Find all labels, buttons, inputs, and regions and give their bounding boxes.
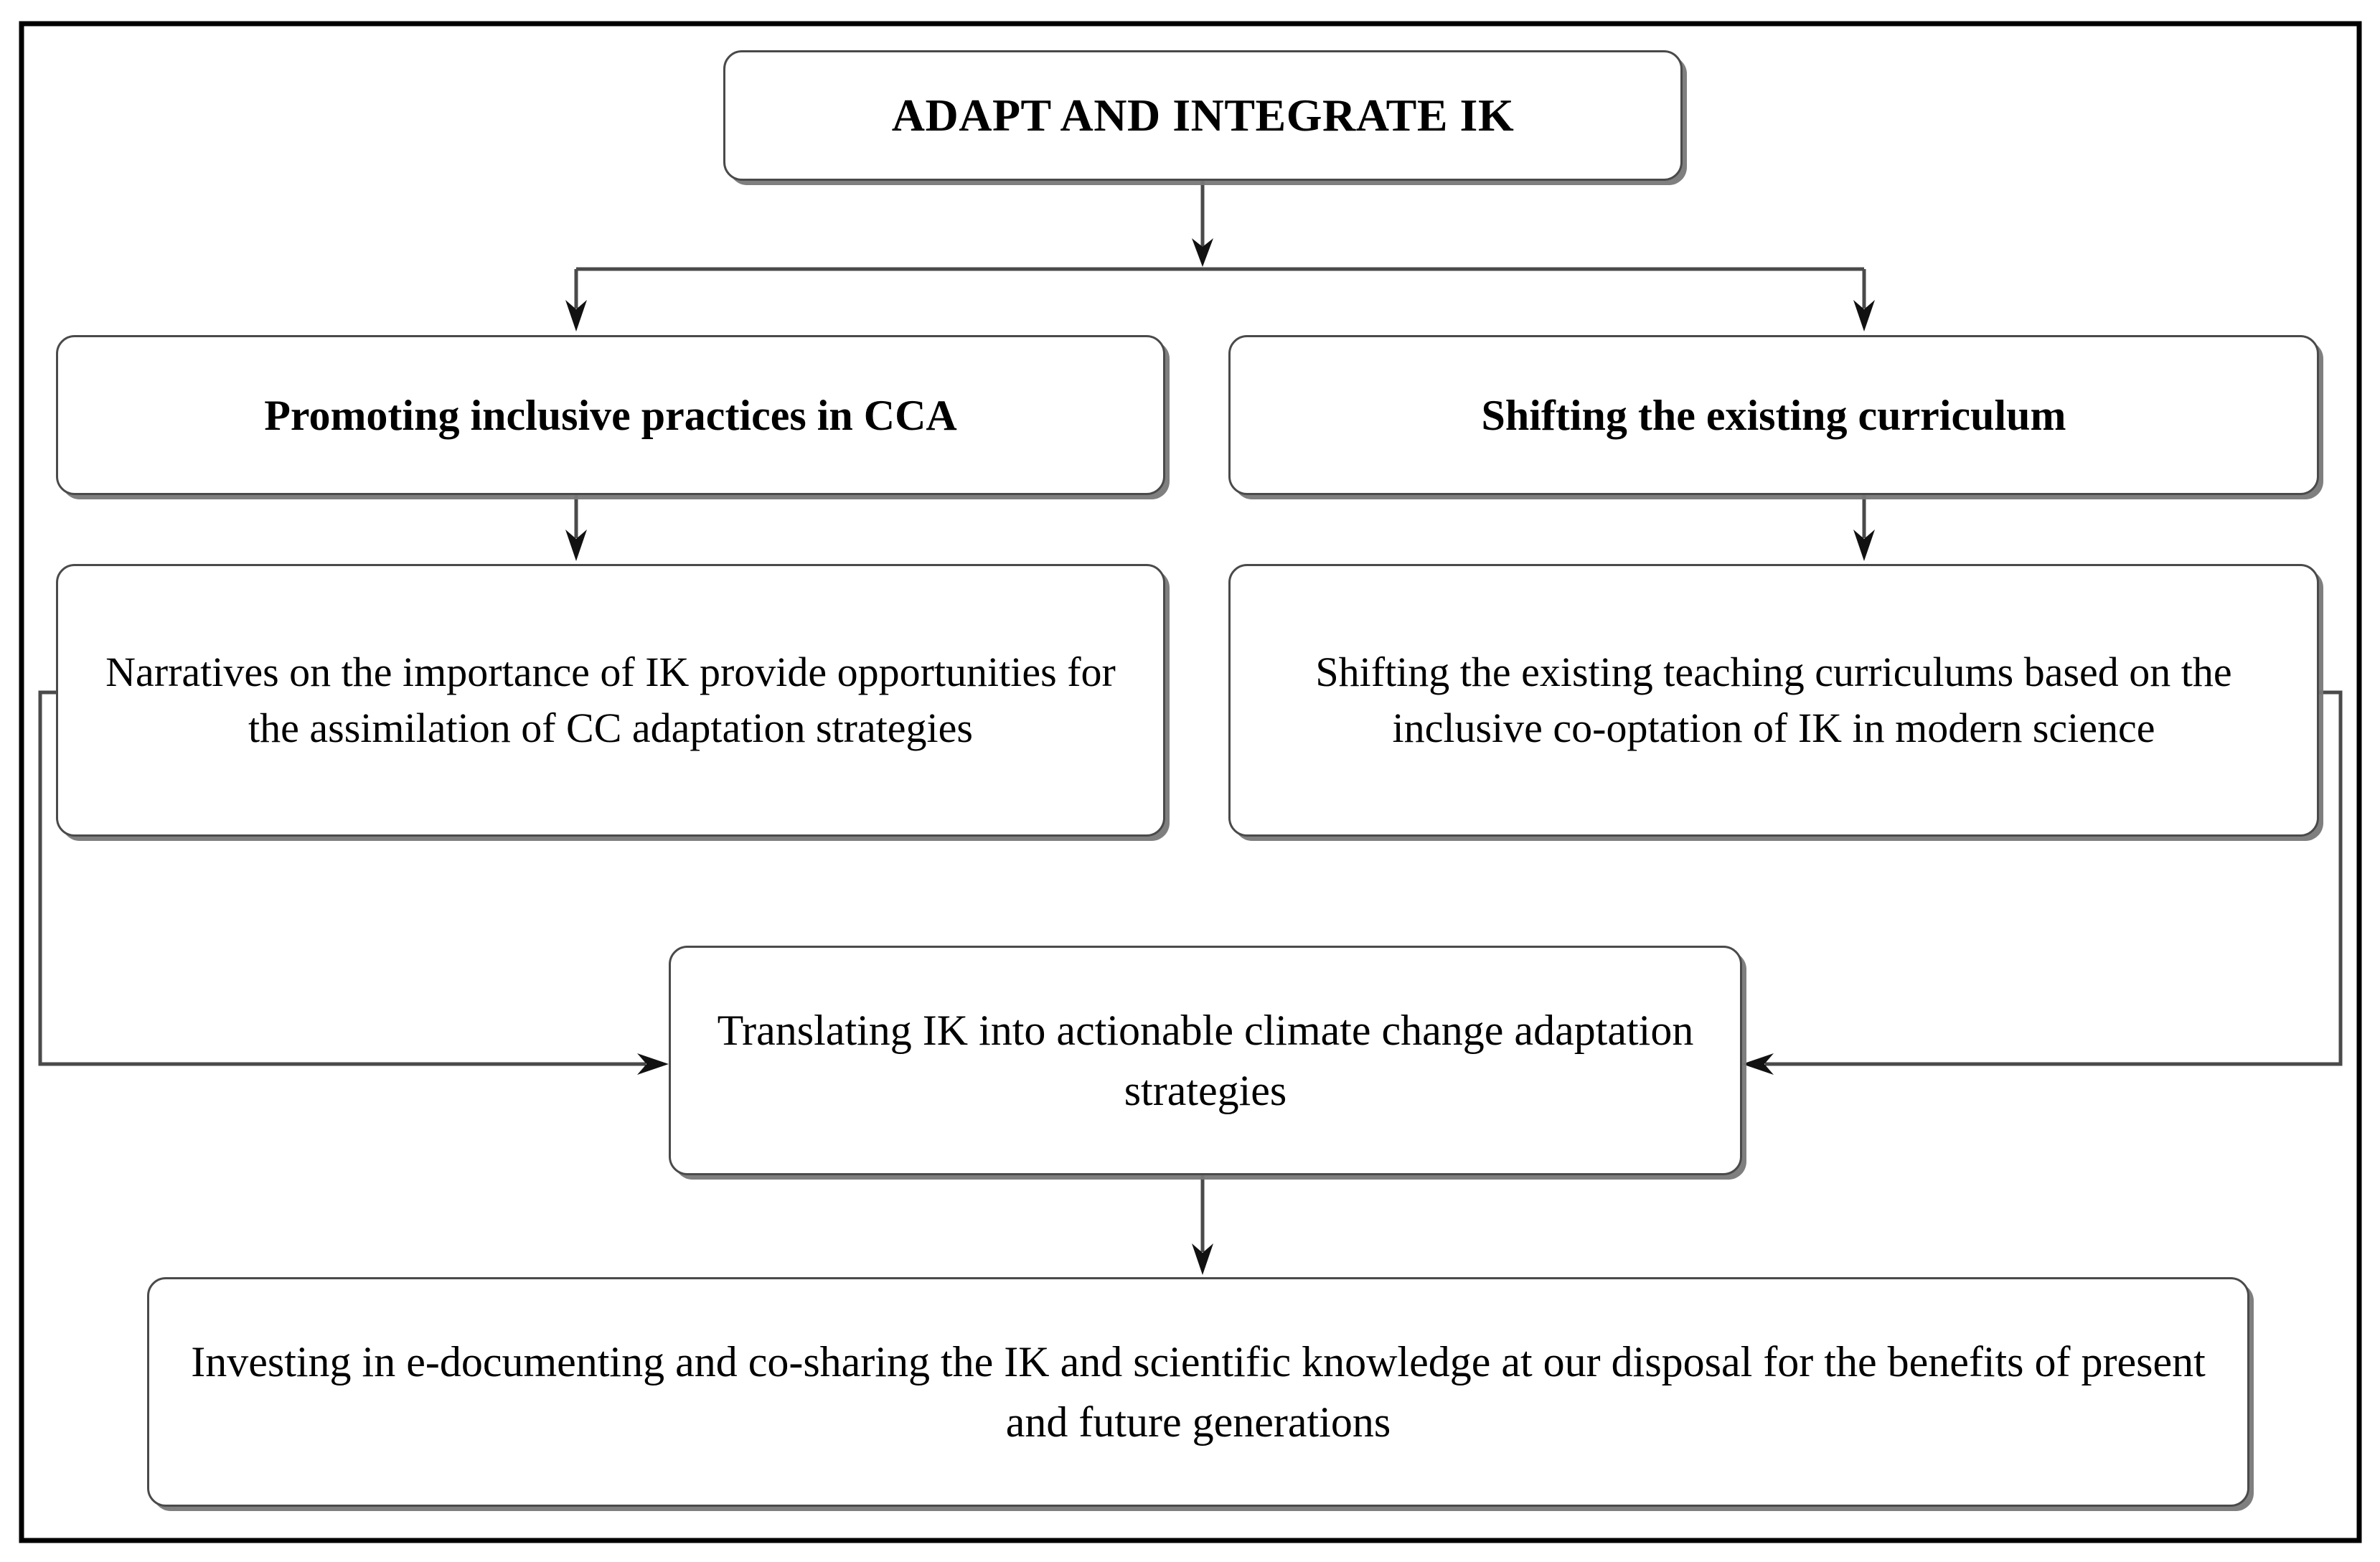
- node-label: Narratives on the importance of IK provi…: [105, 649, 1116, 751]
- edge-split-right: [1853, 269, 1875, 331]
- node-label: Investing in e-documenting and co-sharin…: [191, 1338, 2206, 1446]
- node-narratives-importance-ik[interactable]: Narratives on the importance of IK provi…: [56, 564, 1165, 837]
- edge-detailleft-converge: [38, 690, 669, 1075]
- edge-root-split: [576, 181, 1864, 271]
- node-adapt-and-integrate-ik[interactable]: ADAPT AND INTEGRATE IK: [723, 50, 1683, 181]
- node-label: Promoting inclusive practices in CCA: [264, 391, 957, 439]
- node-shifting-teaching-curriculums[interactable]: Shifting the existing teaching curriculu…: [1228, 564, 2319, 837]
- node-label: ADAPT AND INTEGRATE IK: [891, 90, 1515, 141]
- edge-branchright-detailright: [1853, 495, 1875, 561]
- node-investing-e-documenting[interactable]: Investing in e-documenting and co-sharin…: [147, 1277, 2249, 1507]
- edge-converge-outcome: [1192, 1175, 1213, 1275]
- node-label: Translating IK into actionable climate c…: [717, 1007, 1694, 1114]
- edge-detailright-converge: [1742, 690, 2343, 1075]
- node-label: Shifting the existing teaching curriculu…: [1315, 649, 2232, 751]
- node-label: Shifting the existing curriculum: [1481, 391, 2066, 439]
- node-translating-ik-actionable[interactable]: Translating IK into actionable climate c…: [669, 946, 1742, 1175]
- edge-branchleft-detailleft: [565, 495, 587, 561]
- edge-split-left: [565, 269, 587, 331]
- figure-frame: [19, 21, 2362, 1543]
- node-shifting-existing-curriculum[interactable]: Shifting the existing curriculum: [1228, 335, 2319, 495]
- node-promoting-inclusive-practices[interactable]: Promoting inclusive practices in CCA: [56, 335, 1165, 495]
